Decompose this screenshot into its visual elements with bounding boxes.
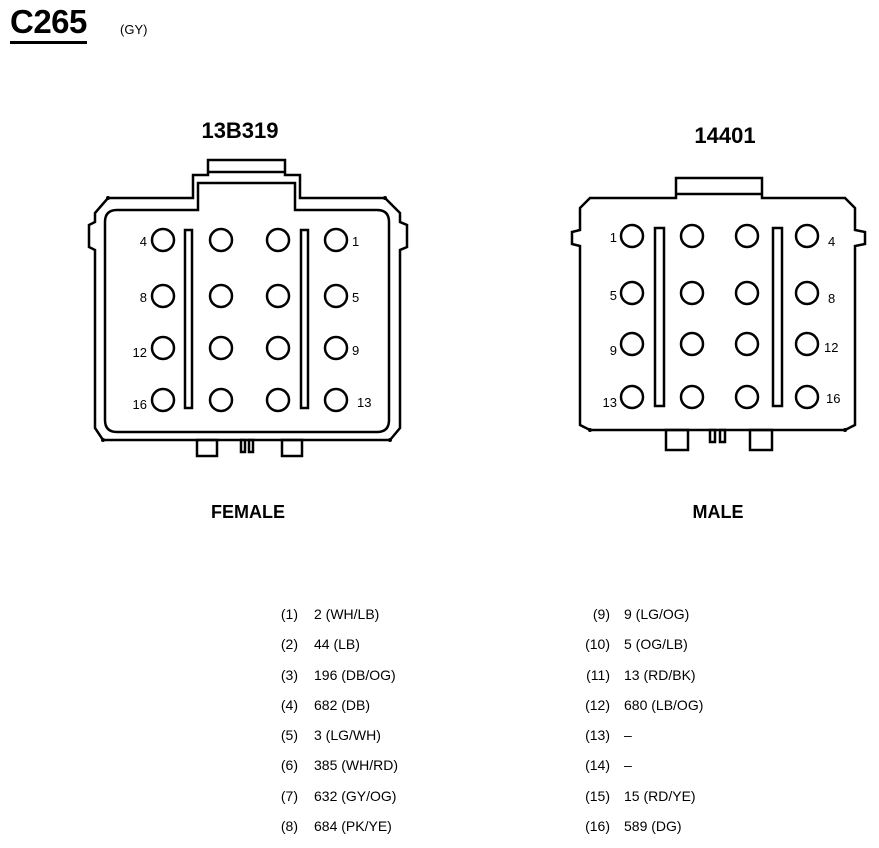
pin-number: (13) — [585, 727, 610, 744]
circuit-id: 9 (LG/OG) — [624, 606, 690, 622]
circuit-id: 5 (OG/LB) — [624, 636, 688, 653]
female-pin-label: 4 — [140, 234, 147, 249]
connector-header: C265 (GY) — [10, 4, 147, 44]
male-pin-label: 1 — [610, 230, 617, 245]
circuit-id: 682 (DB) — [314, 696, 371, 713]
pin-number: (2) — [280, 636, 298, 653]
circuit-id: 15 (RD/YE) — [624, 787, 696, 804]
male-pin-label: 9 — [610, 343, 617, 358]
circuit-id: 2 (WH/LB) — [314, 606, 380, 622]
circuit-id: 680 (LB/OG) — [624, 696, 704, 713]
circuit-id: 13 (RD/BK) — [624, 666, 696, 683]
male-label: MALE — [693, 502, 744, 522]
pin-number: (3) — [280, 666, 298, 683]
circuit-id: – — [624, 727, 632, 744]
female-pin-label: 13 — [357, 395, 371, 410]
female-pin-label: 5 — [352, 290, 359, 305]
male-pins — [619, 223, 820, 410]
male-pin-label: 16 — [826, 391, 840, 406]
female-pin-label: 12 — [133, 345, 147, 360]
circuit-id: 589 (DG) — [624, 818, 682, 835]
female-label: FEMALE — [211, 502, 285, 522]
female-pin-label: 9 — [352, 343, 359, 358]
circuit-id: 3 (LG/WH) — [314, 727, 381, 744]
pin-number: (14) — [585, 757, 610, 774]
circuit-id: – — [624, 757, 632, 774]
male-pin-label: 8 — [828, 291, 835, 306]
pin-number: (12) — [585, 696, 610, 713]
pin-number: (1) — [280, 606, 298, 622]
male-pin-label: 12 — [824, 340, 838, 355]
pin-number: (11) — [586, 666, 610, 683]
pin-number: (15) — [585, 787, 610, 804]
pin-number: (10) — [585, 636, 610, 653]
pin-number: (4) — [280, 696, 298, 713]
circuit-id: 196 (DB/OG) — [314, 666, 396, 683]
female-pins — [150, 227, 349, 413]
pin-number: (8) — [280, 818, 298, 835]
female-pin-label: 16 — [133, 397, 147, 412]
female-connector-body — [87, 158, 409, 458]
connector-diagram: 13B319 14401 FEMALE MALE 4 1 8 5 12 9 16… — [87, 118, 867, 522]
pin-number: (5) — [280, 727, 298, 744]
pin-number: (6) — [280, 757, 298, 774]
circuit-id: 684 (PK/YE) — [314, 818, 392, 835]
circuit-id: 385 (WH/RD) — [314, 757, 399, 774]
male-part-number: 14401 — [694, 123, 755, 148]
male-pin-label: 13 — [603, 395, 617, 410]
connector-id: C265 — [10, 4, 87, 44]
pin-number: (7) — [280, 787, 298, 804]
female-pin-label: 1 — [352, 234, 359, 249]
male-pin-label: 5 — [610, 288, 617, 303]
female-part-number: 13B319 — [201, 118, 278, 143]
pin-number: (9) — [592, 606, 610, 622]
pin-number: (16) — [585, 818, 610, 835]
connector-color: (GY) — [120, 22, 148, 37]
circuit-id: 632 (GY/OG) — [314, 787, 397, 804]
male-pin-label: 4 — [828, 234, 835, 249]
circuit-id: 44 (LB) — [314, 636, 360, 653]
female-pin-label: 8 — [140, 290, 147, 305]
